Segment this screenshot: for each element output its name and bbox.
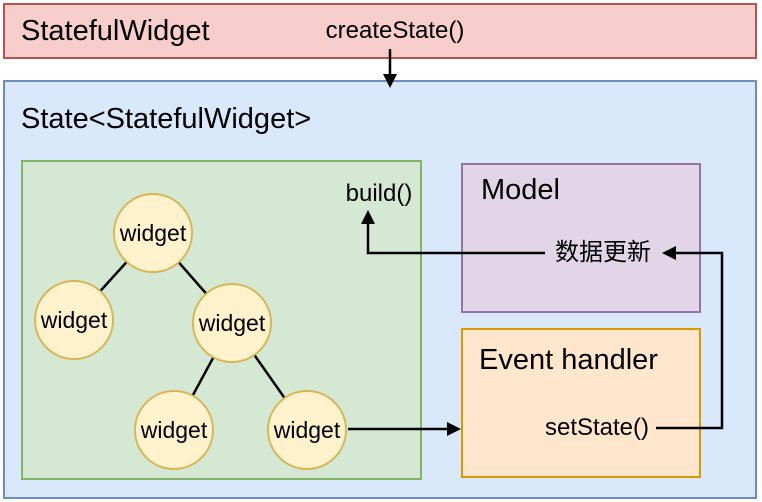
event-handler-box: Event handler [461, 328, 701, 478]
event-handler-title: Event handler [479, 344, 658, 376]
stateful-widget-box: StatefulWidget createState() [3, 3, 757, 59]
model-title: Model [481, 174, 560, 206]
widget-node: widget [34, 280, 114, 360]
model-box: Model [461, 163, 701, 313]
widget-node: widget [192, 283, 272, 363]
build-label: build() [345, 180, 413, 207]
state-box-title: State<StatefulWidget> [21, 103, 312, 135]
widget-node: widget [113, 193, 193, 273]
data-update-label: 数据更新 [555, 239, 651, 266]
widget-node: widget [267, 390, 347, 470]
create-state-label: createState() [325, 17, 465, 44]
stateful-widget-title: StatefulWidget [21, 15, 210, 47]
set-state-label: setState() [544, 414, 650, 441]
widget-node: widget [134, 390, 214, 470]
